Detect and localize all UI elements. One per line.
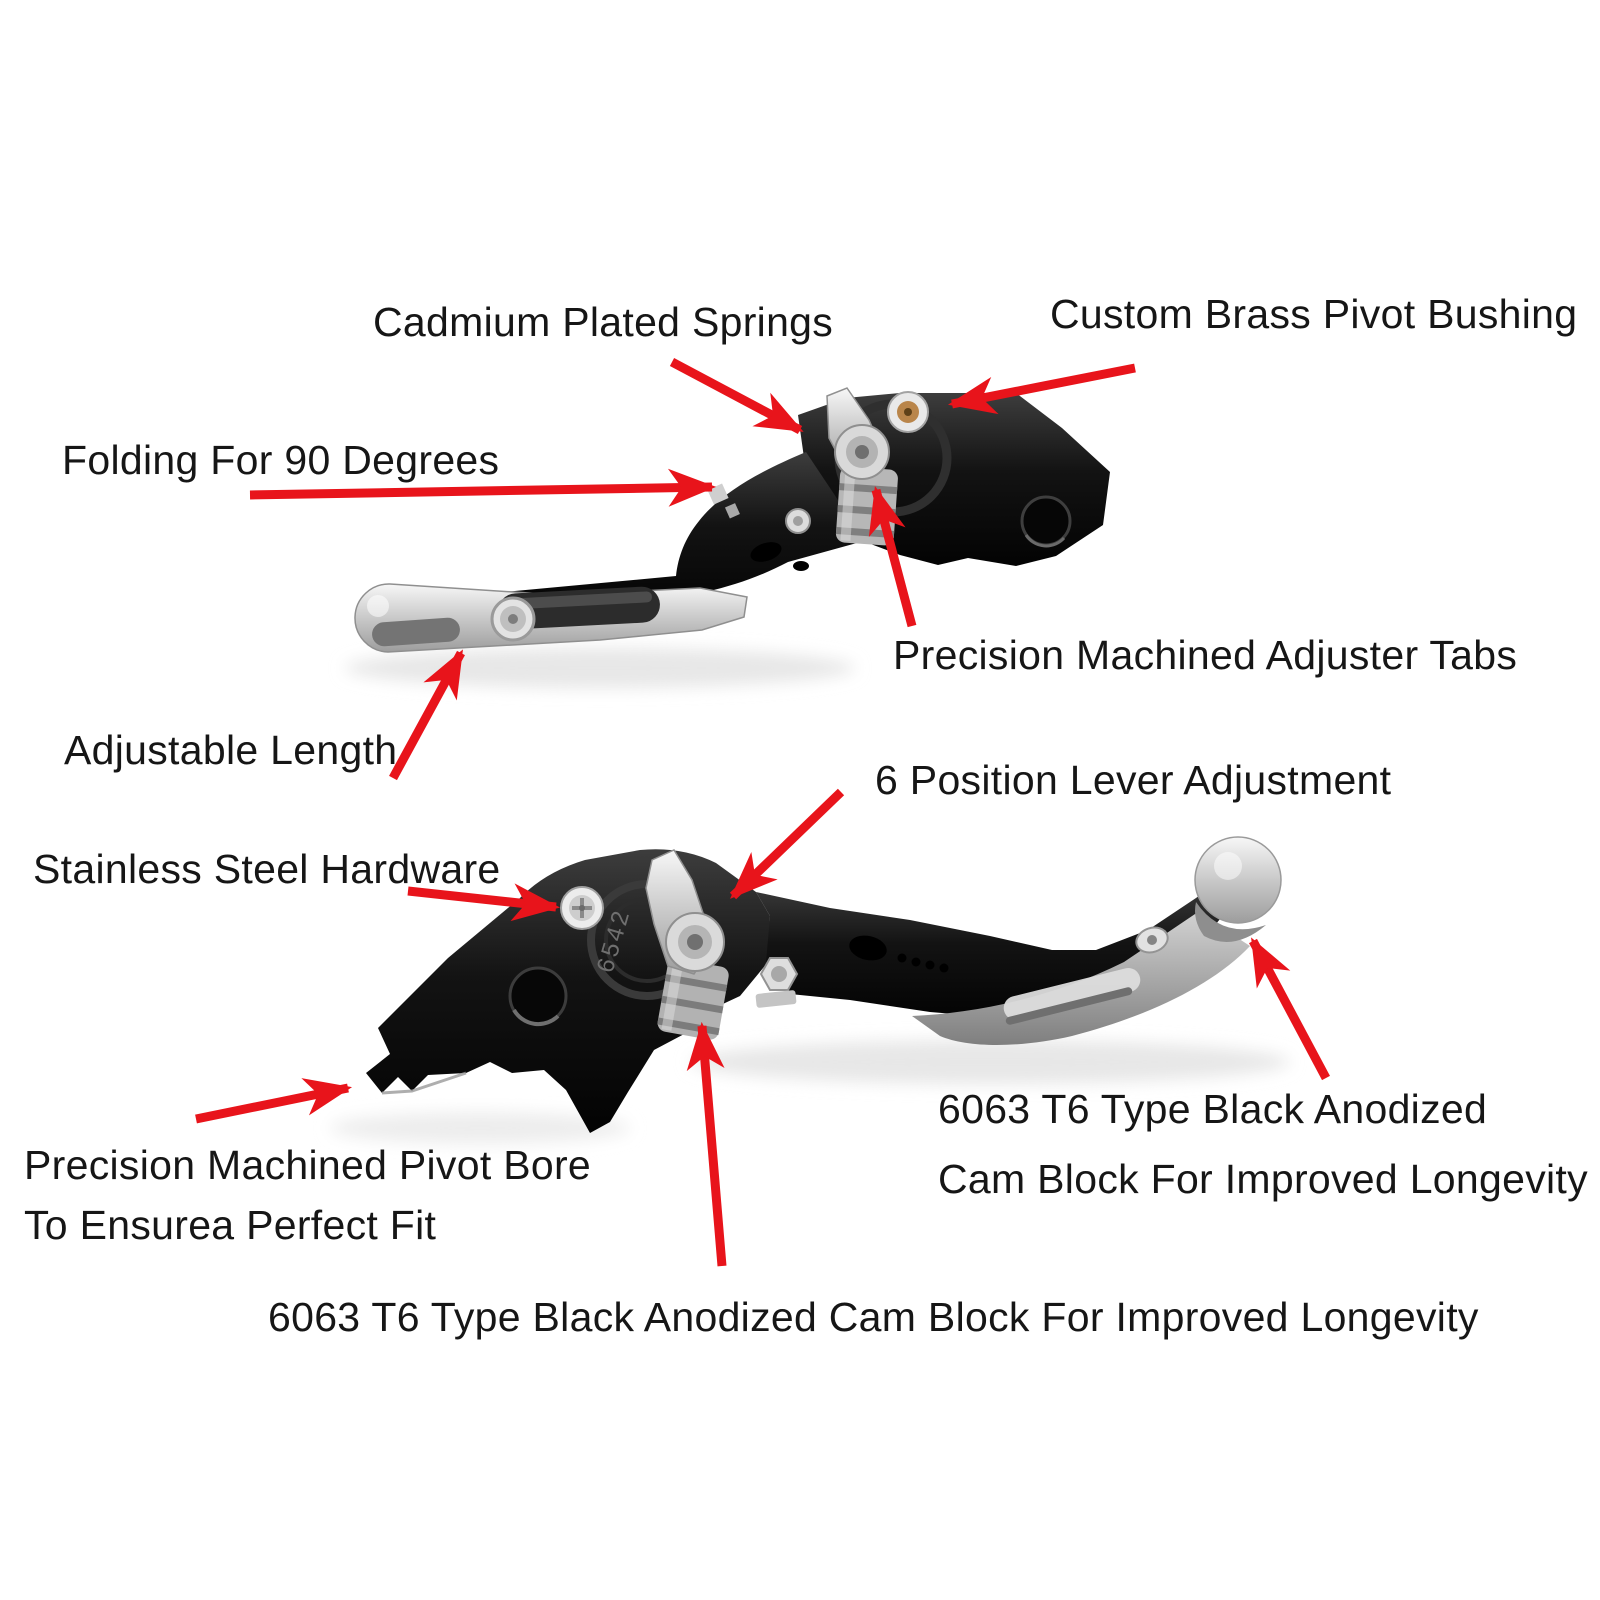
top-lever-arm-hole: [750, 542, 782, 562]
callout-adjustable-length: Adjustable Length: [64, 727, 398, 773]
callout-cam-block-right-line2: Cam Block For Improved Longevity: [938, 1156, 1588, 1202]
arrow-cam-block-bottom: [686, 1021, 727, 1267]
arrow-pivot-bore: [195, 1078, 353, 1124]
arrow-cam-block-right: [1249, 937, 1330, 1081]
arrow-six-position: [729, 788, 845, 900]
top-lever-joint-bolt: [785, 508, 811, 534]
callout-brass-bushing: Custom Brass Pivot Bushing: [1050, 291, 1578, 337]
callout-pivot-bore-line2: To Ensurea Perfect Fit: [24, 1202, 437, 1248]
photo-shadows: [330, 648, 1290, 1144]
arrow-adjuster-tabs: [868, 486, 917, 628]
arrow-folding: [249, 468, 717, 507]
callout-pivot-bore-line1: Precision Machined Pivot Bore: [24, 1142, 592, 1188]
arrow-brass-bushing: [947, 363, 1136, 415]
bottom-lever-blade-screw: [1135, 926, 1169, 954]
arrow-adjustable-length: [389, 649, 465, 781]
top-lever-photo: [354, 387, 1110, 653]
callout-cam-block-right-line1: 6063 T6 Type Black Anodized: [938, 1086, 1488, 1132]
top-lever-arm: [472, 452, 864, 615]
bottom-lever-cam-blade: [645, 849, 725, 975]
bottom-lever-stainless-screw: [560, 886, 604, 930]
top-lever-brass-bushing: [887, 391, 929, 433]
callout-cam-block-bottom: 6063 T6 Type Black Anodized Cam Block Fo…: [268, 1294, 1479, 1340]
callout-folding: Folding For 90 Degrees: [62, 437, 500, 483]
callout-cadmium-springs: Cadmium Plated Springs: [373, 299, 834, 345]
bottom-lever-arm-holes: [849, 935, 949, 973]
callout-adjuster-tabs: Precision Machined Adjuster Tabs: [893, 632, 1518, 678]
arrow-stainless-hardware: [407, 883, 561, 922]
bottom-lever-photo: 6542: [366, 836, 1282, 1133]
top-lever-clamp-hole: [1020, 495, 1072, 548]
bottom-lever-foot-bevel: [381, 1071, 467, 1095]
top-lever-silver-tip: [354, 583, 748, 653]
bottom-lever-silver-tip: [1194, 836, 1282, 942]
callout-arrows: [195, 358, 1330, 1267]
callout-six-position: 6 Position Lever Adjustment: [875, 757, 1392, 803]
bottom-lever-pivot-bore: [508, 966, 568, 1027]
top-lever-tip-screw: [490, 596, 536, 642]
top-lever-cam-blade: [826, 387, 890, 480]
top-lever-arm-hole-small: [793, 561, 809, 571]
callout-stainless-hardware: Stainless Steel Hardware: [33, 846, 501, 892]
bottom-lever-hex-bolt: [755, 957, 799, 1008]
arrow-cadmium-springs: [669, 358, 804, 434]
